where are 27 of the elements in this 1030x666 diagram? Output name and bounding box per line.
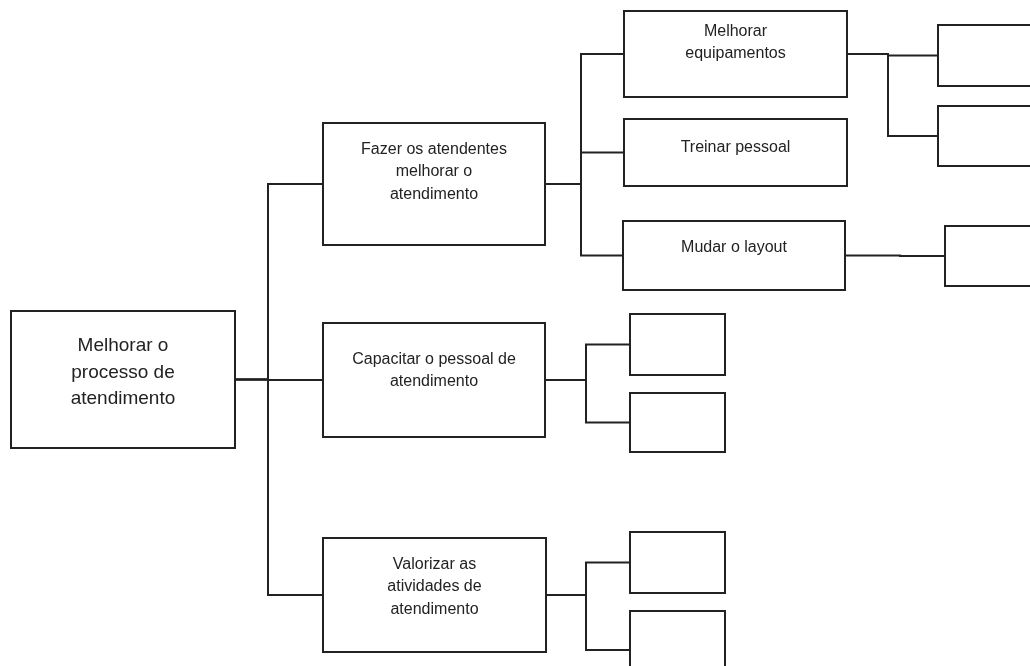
process-box [622, 220, 846, 291]
connector-line [545, 379, 630, 424]
empty-box [629, 531, 726, 594]
box-label: Melhorar o processo de atendimento [69, 333, 177, 411]
process-box [623, 10, 848, 98]
empty-box [937, 105, 1030, 167]
process-box [623, 118, 848, 187]
connector-line [235, 378, 323, 596]
process-box [10, 310, 236, 449]
box-label: Valorizar as atividades de atendimento [386, 554, 483, 619]
process-box [322, 122, 546, 246]
process-box [322, 322, 546, 438]
empty-box [944, 225, 1030, 287]
box-label: Capacitar o pessoal de atendimento [352, 349, 516, 392]
box-label: Treinar pessoal [680, 137, 791, 157]
empty-box [629, 610, 726, 666]
process-box [322, 537, 547, 653]
empty-box [629, 392, 726, 453]
empty-box [937, 24, 1030, 87]
box-label: Mudar o layout [681, 237, 787, 257]
connector-line [546, 594, 630, 651]
connector-line [545, 183, 623, 257]
connector-line [847, 53, 938, 137]
connector-line [845, 254, 945, 257]
empty-box [629, 313, 726, 376]
box-label: Fazer os atendentes melhorar o atendimento [360, 139, 508, 204]
box-label: Melhorar equipamentos [684, 21, 787, 64]
